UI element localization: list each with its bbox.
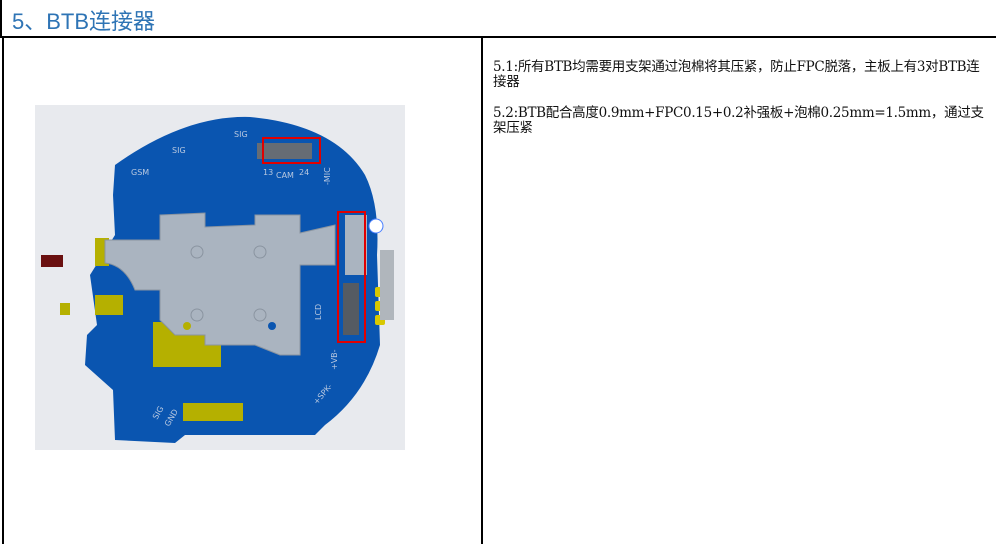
- label-lcd: LCD: [314, 304, 323, 320]
- note-5-2: 5.2:BTB配合高度0.9mm+FPC0.15+0.2补强板+泡棉0.25mm…: [493, 105, 984, 136]
- notes-cell: 5.1:所有BTB均需要用支架通过泡棉将其压紧，防止FPC脱落，主板上有3对BT…: [493, 60, 988, 152]
- label-pin: 24: [299, 168, 309, 177]
- btb-highlight-lcd: [337, 211, 366, 343]
- note-5-1: 5.1:所有BTB均需要用支架通过泡棉将其压紧，防止FPC脱落，主板上有3对BT…: [493, 59, 980, 90]
- table-border-left: [2, 36, 4, 544]
- label-mic: -MIC: [323, 167, 332, 185]
- label-gsm: GSM: [131, 168, 149, 177]
- table-divider: [0, 36, 996, 38]
- label-pin: 13: [263, 168, 273, 177]
- table-border-middle: [481, 36, 483, 544]
- section-title: 5、BTB连接器: [12, 9, 156, 34]
- pcb-btb-image: SIG SIG GSM CAM 13 24 -MIC LCD +VB- +SPK…: [35, 105, 405, 450]
- fpc-tail: [41, 255, 63, 267]
- section-header: 5、BTB连接器: [0, 0, 996, 36]
- btb-highlight-cam: [262, 137, 321, 164]
- label-vb: +VB-: [330, 349, 339, 370]
- label-cam: CAM: [276, 171, 294, 180]
- label-sig: SIG: [234, 130, 248, 139]
- label-sig: SIG: [172, 146, 186, 155]
- bracket: [104, 212, 336, 356]
